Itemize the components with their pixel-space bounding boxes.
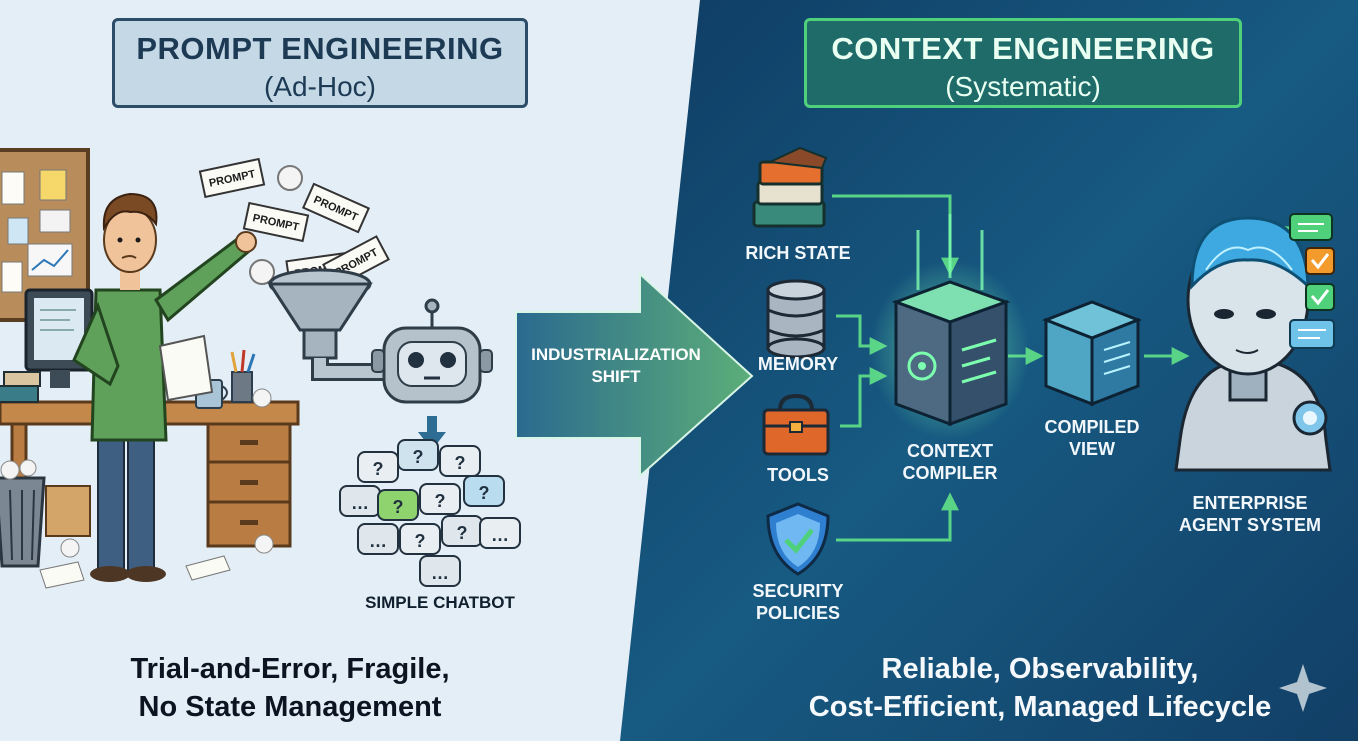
shield-icon [766,502,830,576]
question-bubble-icon: … [339,485,381,517]
security-policies-label: SECURITY POLICIES [752,581,844,623]
prompt-engineering-subtitle: (Ad-Hoc) [263,71,376,102]
svg-text:…: … [491,525,509,545]
sparkle-icon [1279,664,1327,712]
svg-text:?: ? [435,491,446,511]
context-engineering-subtitle: (Systematic) [945,71,1101,102]
memory-label: MEMORY [757,354,839,374]
question-bubbles-cluster: ???…???…??…… [339,439,521,587]
question-bubble-icon: ? [463,475,505,507]
svg-text:…: … [369,531,387,551]
floor-papers [39,388,274,589]
funnel-icon [267,268,390,381]
enterprise-agent-label: ENTERPRISE AGENT SYSTEM [1178,493,1321,535]
message-bubble-icon [1289,319,1335,349]
prompt-engineering-title: PROMPT ENGINEERING [136,31,504,66]
prompt-note: PROMPT [242,201,310,243]
compiled-view-icon [1041,300,1143,407]
question-bubble-icon: … [479,517,521,549]
chat-bubble-icon [1289,213,1333,241]
crumpled-paper [277,165,303,191]
question-bubble-icon: ? [439,445,481,477]
desk-books [0,371,41,403]
context-engineering-summary: Reliable, Observability, Cost-Efficient,… [808,653,1272,723]
checkbox-green-icon [1305,283,1335,311]
prompt-note: PROMPT [198,157,266,199]
question-bubble-icon: ? [399,523,441,555]
robot-icon [371,298,493,404]
question-bubble-icon: ? [419,483,461,515]
prompt-engineering-title-box: PROMPT ENGINEERING (Ad-Hoc) [112,18,528,108]
svg-text:?: ? [455,453,466,473]
database-icon [766,279,826,359]
monitor-icon [24,288,94,388]
question-bubble-icon: … [419,555,461,587]
trash-can-icon [0,459,46,568]
rich-state-label: RICH STATE [745,243,851,263]
books-icon [752,146,828,228]
svg-text:?: ? [479,483,490,503]
cardboard-box [45,485,91,537]
toolbox-icon [762,393,830,456]
svg-text:?: ? [413,447,424,467]
industrialization-shift-arrow [515,271,754,479]
simple-chatbot-label: SIMPLE CHATBOT [365,593,515,612]
svg-text:…: … [431,563,449,583]
svg-text:?: ? [415,531,426,551]
prompt-engineering-summary: Trial-and-Error, Fragile, No State Manag… [130,653,450,723]
checkbox-orange-icon [1305,247,1335,275]
pencil-cup-icon [230,349,256,403]
question-bubble-icon: ? [441,515,483,547]
context-compiler-icon [870,214,1030,440]
crumpled-paper [249,259,275,285]
question-bubble-icon: ? [397,439,439,471]
context-engineering-title-box: CONTEXT ENGINEERING (Systematic) [804,18,1242,108]
context-compiler-label: CONTEXT COMPILER [902,441,998,483]
svg-text:?: ? [457,523,468,543]
svg-text:…: … [351,493,369,513]
industrialization-shift-label: INDUSTRIALIZATION SHIFT [531,345,701,386]
compiled-view-label: COMPILED VIEW [1044,417,1140,459]
question-bubble-icon: … [357,523,399,555]
engineer-figure [72,192,257,582]
svg-text:?: ? [373,459,384,479]
question-bubble-icon: ? [377,489,419,521]
tools-label: TOOLS [767,465,829,485]
context-engineering-title: CONTEXT ENGINEERING [831,31,1215,66]
question-bubble-icon: ? [357,451,399,483]
svg-text:?: ? [393,497,404,517]
